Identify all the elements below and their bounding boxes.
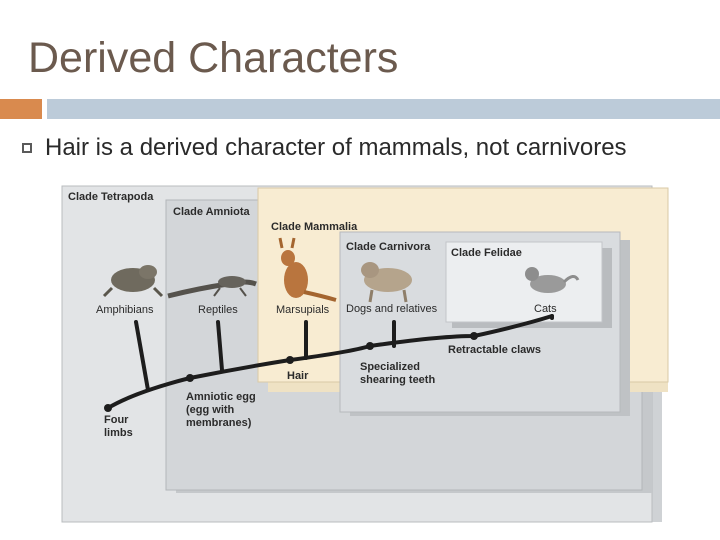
taxon-label-cats: Cats [534,303,557,315]
character-label-claws: Retractable claws [448,344,541,356]
clade-label-amniota: Clade Amniota [173,206,250,218]
slide-title: Derived Characters [28,34,399,82]
accent-bar [0,99,42,119]
cat-image [525,267,580,293]
character-label-four-limbs: Four limbs [104,414,133,439]
clade-label-mammalia: Clade Mammalia [271,221,358,233]
taxon-label-amphibians: Amphibians [96,304,154,316]
bullet-text: Hair is a derived character of mammals, … [45,134,627,161]
clade-label-carnivora: Clade Carnivora [346,241,431,253]
kangaroo-image [278,237,337,302]
clade-label-tetrapoda: Clade Tetrapoda [68,191,154,203]
clade-label-felidae: Clade Felidae [451,247,522,259]
node-claws [470,332,478,340]
header-rule [47,99,720,119]
taxon-label-reptiles: Reptiles [198,304,238,316]
character-label-teeth: Specialized shearing teeth [360,361,435,386]
panel-felidae [445,241,612,328]
dog-image [361,262,412,303]
character-nodes [104,332,478,412]
lizard-image [167,276,257,299]
taxon-label-dogs: Dogs and relatives [346,303,438,315]
frog-image [102,265,164,298]
character-label-hair: Hair [287,370,309,382]
character-label-amniotic-egg: Amniotic egg (egg with membranes) [186,391,259,429]
node-four-limbs [104,404,112,412]
taxon-label-marsupials: Marsupials [276,304,330,316]
node-hair [286,356,294,364]
node-teeth [366,342,374,350]
node-amniotic-egg [186,374,194,382]
bullet-square-icon [22,143,32,153]
